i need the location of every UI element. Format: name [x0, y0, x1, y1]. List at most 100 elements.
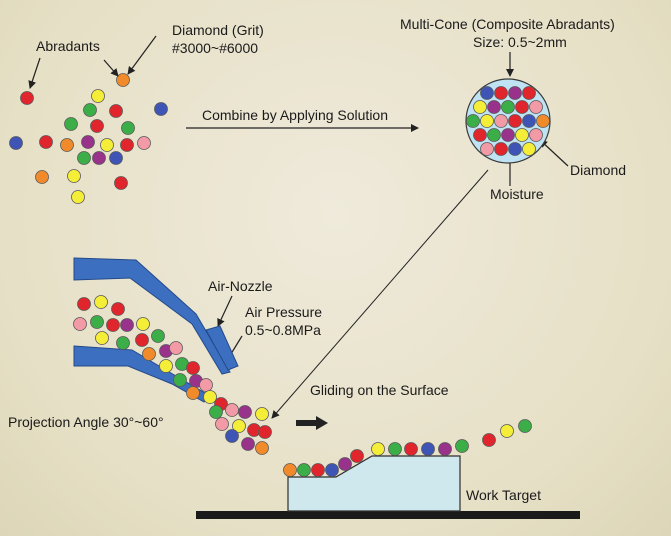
particle [241, 437, 255, 451]
particle [283, 463, 297, 477]
multicone-label: Multi-Cone (Composite Abradants) [400, 16, 615, 32]
multi-cone-composite [465, 78, 551, 164]
gliding-direction-arrow [296, 416, 328, 430]
particle [494, 114, 508, 128]
particle [494, 142, 508, 156]
particle [120, 318, 134, 332]
particle [508, 142, 522, 156]
particle [404, 442, 418, 456]
particle [494, 86, 508, 100]
particle [39, 135, 53, 149]
air-nozzle-assembly [73, 257, 239, 403]
particle [501, 100, 515, 114]
cone-to-stream-arrow [271, 169, 489, 419]
particle [508, 86, 522, 100]
particle [238, 405, 252, 419]
particle [9, 136, 23, 150]
particle [116, 73, 130, 87]
particle [35, 170, 49, 184]
particle [121, 121, 135, 135]
particle [199, 378, 213, 392]
particle [137, 136, 151, 150]
particle [473, 128, 487, 142]
air-pressure-label: Air Pressure [245, 304, 323, 320]
particle [421, 442, 435, 456]
particle [480, 86, 494, 100]
particle [90, 315, 104, 329]
particle [518, 419, 532, 433]
particle [95, 331, 109, 345]
particle [94, 295, 108, 309]
particle [225, 429, 239, 443]
particle [501, 128, 515, 142]
particle [77, 151, 91, 165]
pointer-arrows [28, 35, 569, 430]
particle [83, 103, 97, 117]
particle [508, 114, 522, 128]
particle [350, 449, 364, 463]
particle [482, 433, 496, 447]
particle [203, 390, 217, 404]
particle [64, 117, 78, 131]
particle [438, 442, 452, 456]
combine-label: Combine by Applying Solution [202, 107, 389, 123]
particle [81, 135, 95, 149]
work-target-label: Work Target [466, 487, 541, 503]
moisture-label: Moisture [490, 186, 544, 202]
particle [480, 114, 494, 128]
particle [73, 317, 87, 331]
particle [159, 359, 173, 373]
particle [142, 347, 156, 361]
work-base-plate [196, 511, 580, 519]
work-target-surface [287, 455, 461, 512]
particle [111, 302, 125, 316]
particle [466, 114, 480, 128]
particle [136, 317, 150, 331]
grit-range-label: #3000~#6000 [172, 40, 259, 56]
particle [209, 405, 223, 419]
loose-abradant-particles [9, 73, 168, 204]
particle [154, 102, 168, 116]
projected-particle-stream [73, 295, 272, 455]
particle [515, 100, 529, 114]
particle [135, 333, 149, 347]
particle [255, 407, 269, 421]
particle [151, 329, 165, 343]
particle [169, 341, 183, 355]
particle [258, 425, 272, 439]
particle [529, 128, 543, 142]
air-inlet-tube [205, 325, 239, 371]
particle [116, 336, 130, 350]
abradants-label: Abradants [36, 38, 100, 54]
particle [92, 151, 106, 165]
air-pressure-pointer [217, 295, 233, 327]
diamond-label: Diamond [570, 162, 627, 178]
particle [120, 138, 134, 152]
particle [106, 318, 120, 332]
particle [109, 151, 123, 165]
particle [522, 142, 536, 156]
particle [529, 100, 543, 114]
particle [255, 441, 269, 455]
particle [186, 361, 200, 375]
particle [77, 297, 91, 311]
particle [338, 457, 352, 471]
particle [20, 91, 34, 105]
diamond-pointer [539, 139, 569, 167]
particle [325, 463, 339, 477]
particle [487, 100, 501, 114]
particle [67, 169, 81, 183]
gliding-label: Gliding on the Surface [310, 382, 449, 398]
particle [225, 403, 239, 417]
particle [215, 417, 229, 431]
size-label: Size: 0.5~2mm [473, 34, 567, 50]
particle [480, 142, 494, 156]
particle [522, 114, 536, 128]
particle [114, 176, 128, 190]
particle [455, 439, 469, 453]
particle [371, 442, 385, 456]
abradants-pointer [28, 57, 41, 89]
particle [473, 100, 487, 114]
